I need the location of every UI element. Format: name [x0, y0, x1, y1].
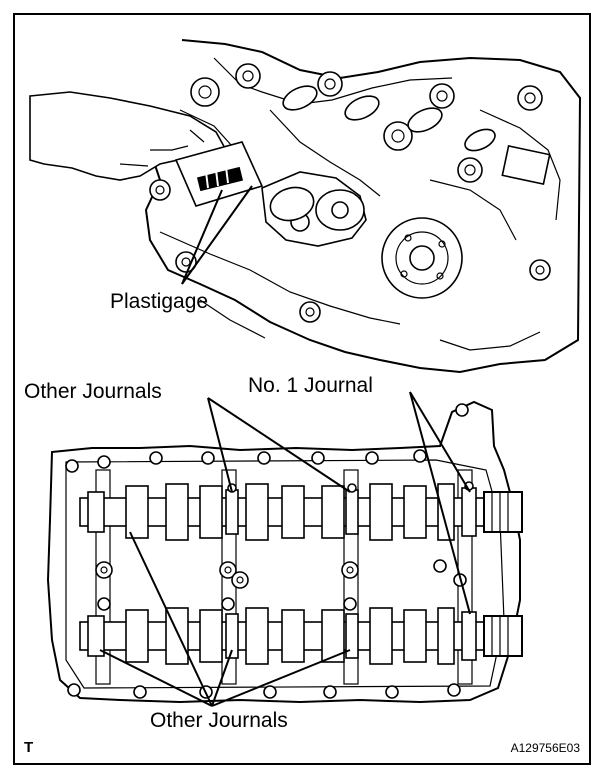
other-journals-bottom-leader-b — [129, 531, 213, 707]
other-journals-top-leader-b — [207, 397, 351, 493]
plastigage-leader-a — [181, 189, 223, 285]
top-illustration — [29, 39, 582, 374]
no1-journal-label: No. 1 Journal — [248, 374, 373, 397]
plastigage-label: Plastigage — [110, 290, 208, 313]
other-journals-top-leader-a — [207, 397, 233, 493]
figure-id: A129756E03 — [511, 741, 581, 755]
other-journals-bottom-leader-d — [211, 649, 351, 707]
bottom-illustration — [46, 391, 523, 707]
other-journals-top-label: Other Journals — [24, 380, 162, 403]
other-journals-bottom-leader-c — [211, 649, 233, 707]
other-journals-bottom-label: Other Journals — [150, 709, 288, 732]
plastigage-leader-b — [181, 185, 253, 285]
no1-journal-leader-a — [409, 391, 471, 493]
corner-mark: T — [24, 739, 33, 756]
other-journals-bottom-leader-a — [99, 649, 213, 707]
no1-journal-leader-b — [409, 391, 471, 615]
